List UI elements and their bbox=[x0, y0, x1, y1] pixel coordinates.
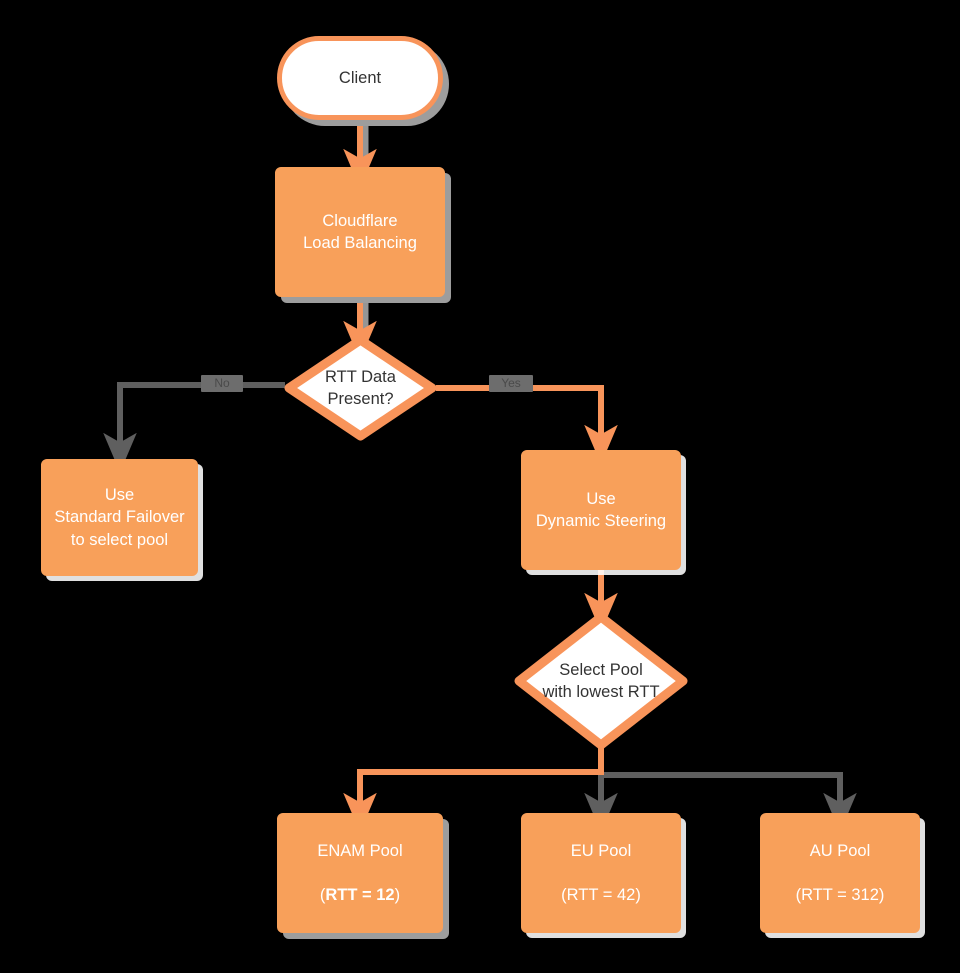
node-cloudflare-load-balancing-label: Cloudflare Load Balancing bbox=[303, 211, 417, 252]
node-enam-pool[interactable]: ENAM Pool (RTT = 12) bbox=[277, 813, 443, 933]
node-enam-pool-text: ENAM Pool (RTT = 12) bbox=[317, 817, 402, 928]
node-au-pool[interactable]: AU Pool (RTT = 312) bbox=[760, 813, 920, 933]
node-standard-failover[interactable]: Use Standard Failover to select pool bbox=[41, 459, 198, 576]
edge-label-yes: Yes bbox=[489, 375, 533, 393]
edge-label-no: No bbox=[201, 375, 243, 393]
eu-paren-close: ) bbox=[635, 886, 641, 905]
enam-paren-close: ) bbox=[394, 886, 401, 905]
edge-select-pool-to-au bbox=[601, 772, 857, 833]
edge-select-pool-to-enam bbox=[343, 748, 604, 833]
au-paren-close: ) bbox=[878, 886, 885, 905]
node-dynamic-steering[interactable]: Use Dynamic Steering bbox=[521, 450, 681, 570]
node-standard-failover-label: Use Standard Failover to select pool bbox=[54, 486, 185, 549]
node-eu-pool[interactable]: EU Pool (RTT = 42) bbox=[521, 813, 681, 933]
node-select-pool-lowest-rtt-label: Select Pool with lowest RTT bbox=[542, 660, 660, 701]
node-rtt-data-present[interactable]: RTT Data Present? bbox=[283, 334, 438, 442]
node-cloudflare-load-balancing[interactable]: Cloudflare Load Balancing bbox=[275, 167, 445, 297]
au-paren-open: ( bbox=[795, 886, 802, 905]
au-rtt-value: RTT = 312 bbox=[801, 886, 879, 905]
edge-rtt-check-to-failover bbox=[103, 382, 285, 473]
node-select-pool-lowest-rtt[interactable]: Select Pool with lowest RTT bbox=[513, 611, 689, 751]
edge-rtt-check-to-dynamic bbox=[436, 385, 618, 465]
node-eu-pool-name: EU Pool bbox=[570, 841, 632, 860]
node-client-label: Client bbox=[338, 68, 382, 87]
node-au-pool-text: AU Pool (RTT = 312) bbox=[796, 817, 885, 928]
eu-paren-open: ( bbox=[561, 886, 567, 905]
node-rtt-data-present-label: RTT Data Present? bbox=[325, 367, 396, 408]
eu-rtt-value: RTT = 42 bbox=[566, 886, 636, 905]
enam-paren-open: ( bbox=[319, 886, 326, 905]
node-dynamic-steering-label: Use Dynamic Steering bbox=[535, 489, 667, 530]
node-eu-pool-text: EU Pool (RTT = 42) bbox=[561, 817, 641, 928]
node-au-pool-name: AU Pool bbox=[809, 841, 871, 860]
node-eu-pool-rtt: (RTT = 42) bbox=[561, 884, 641, 906]
rtt-diamond-shape bbox=[284, 335, 437, 441]
node-enam-pool-name: ENAM Pool bbox=[317, 841, 403, 860]
node-au-pool-rtt: (RTT = 312) bbox=[796, 884, 885, 906]
node-client[interactable]: Client bbox=[277, 36, 443, 120]
select-pool-diamond-shape bbox=[514, 612, 688, 750]
node-enam-pool-rtt: (RTT = 12) bbox=[317, 884, 402, 906]
enam-rtt-value: RTT = 12 bbox=[325, 886, 395, 905]
